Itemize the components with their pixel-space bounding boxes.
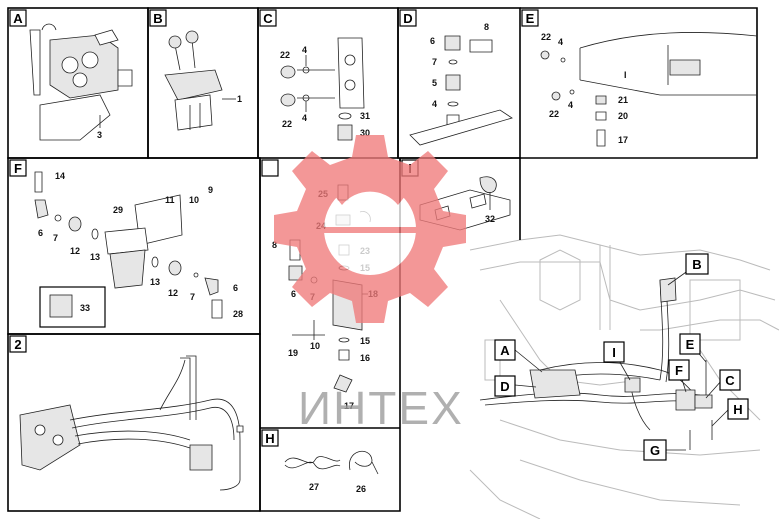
label-e-22b: 22 [549, 109, 559, 119]
panel-f: F 14 11 10 9 29 6 7 12 13 13 12 7 6 28 3… [9, 159, 243, 328]
label-f-33: 33 [80, 303, 90, 313]
panel-a: A 3 [9, 9, 133, 141]
label-g-15b: 15 [360, 336, 370, 346]
callout-i: I [612, 345, 616, 360]
label-f-9: 9 [208, 185, 213, 195]
label-e-4a: 4 [558, 37, 563, 47]
label-b-1: 1 [237, 94, 242, 104]
watermark-text: ИНТЕХ [298, 382, 464, 434]
callout-f: F [675, 363, 683, 378]
label-g-16: 16 [360, 353, 370, 363]
panel-e: E I 22 4 22 4 21 20 17 [521, 9, 758, 147]
panel-2: 2 [9, 335, 244, 491]
label-i-32: 32 [485, 214, 495, 224]
label-f-6b: 6 [233, 283, 238, 293]
callout-c: C [725, 373, 735, 388]
machine-drawing: B A D I E F C H G [469, 234, 779, 519]
label-f-7b: 7 [190, 292, 195, 302]
label-g-19: 19 [288, 348, 298, 358]
panel-d: D 8 6 7 5 4 [399, 9, 513, 146]
panel-d-letter: D [403, 11, 412, 26]
callout-b: B [692, 257, 701, 272]
label-d-7: 7 [432, 57, 437, 67]
label-f-10: 10 [189, 195, 199, 205]
panel-b: B 1 [149, 9, 242, 131]
label-d-4: 4 [432, 99, 437, 109]
label-c-4b: 4 [302, 113, 307, 123]
callout-d: D [500, 379, 509, 394]
panel-h: H 27 26 [261, 429, 379, 494]
label-d-5: 5 [432, 78, 437, 88]
label-c-22b: 22 [282, 119, 292, 129]
label-e-20: 20 [618, 111, 628, 121]
panel-a-letter: A [13, 11, 23, 26]
watermark-logo: ИНТЕХ [274, 135, 466, 434]
gear-icon [274, 135, 466, 323]
callout-h: H [733, 402, 742, 417]
panel-e-letter: E [526, 11, 535, 26]
label-a-3: 3 [97, 130, 102, 140]
label-f-13a: 13 [90, 252, 100, 262]
label-e-4b: 4 [568, 100, 573, 110]
label-e-21: 21 [618, 95, 628, 105]
label-c-30: 30 [360, 128, 370, 138]
label-f-28: 28 [233, 309, 243, 319]
panel-2-letter: 2 [14, 337, 21, 352]
label-d-6: 6 [430, 36, 435, 46]
panel-h-letter: H [265, 431, 274, 446]
label-f-14: 14 [55, 171, 65, 181]
label-f-6a: 6 [38, 228, 43, 238]
panel-c-letter: C [263, 11, 273, 26]
label-c-4a: 4 [302, 45, 307, 55]
label-f-12a: 12 [70, 246, 80, 256]
label-g-6: 6 [291, 289, 296, 299]
label-h-26: 26 [356, 484, 366, 494]
label-c-31: 31 [360, 111, 370, 121]
callout-g: G [650, 443, 660, 458]
label-f-11: 11 [165, 195, 175, 205]
marker-e-i: I [624, 70, 627, 80]
callout-a: A [500, 343, 510, 358]
panel-b-letter: B [153, 11, 162, 26]
label-f-7a: 7 [53, 233, 58, 243]
label-f-29: 29 [113, 205, 123, 215]
label-g-17: 17 [344, 401, 354, 411]
panel-frames [7, 7, 758, 512]
label-c-22a: 22 [280, 50, 290, 60]
label-d-8: 8 [484, 22, 489, 32]
label-f-12b: 12 [168, 288, 178, 298]
label-g-10: 10 [310, 341, 320, 351]
label-f-13b: 13 [150, 277, 160, 287]
panel-c: C 4 22 4 22 31 30 [259, 9, 370, 141]
label-e-22a: 22 [541, 32, 551, 42]
callout-e: E [686, 337, 695, 352]
panel-f-letter: F [14, 161, 22, 176]
label-h-27: 27 [309, 482, 319, 492]
label-g-8: 8 [272, 240, 277, 250]
label-e-17: 17 [618, 135, 628, 145]
